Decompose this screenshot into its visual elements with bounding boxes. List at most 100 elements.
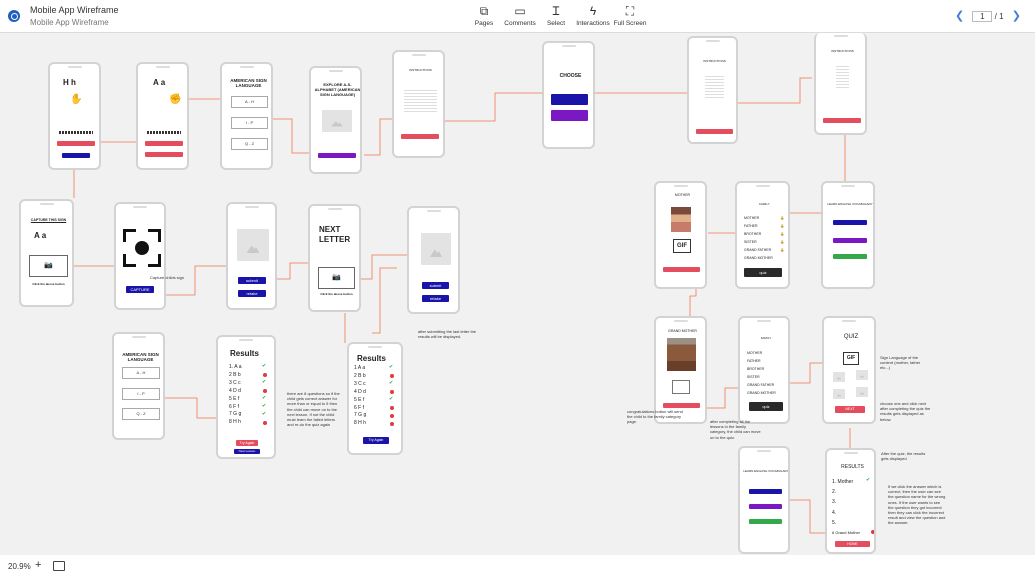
- next-page-icon[interactable]: ❯: [1011, 10, 1021, 22]
- family-item[interactable]: GRAND FATHER: [747, 383, 775, 387]
- fit-screen-icon[interactable]: [53, 561, 65, 571]
- screen-next-letter[interactable]: NEXT LETTER 📷 Click the above button: [308, 204, 361, 312]
- next-button[interactable]: [663, 267, 700, 272]
- screen-h-letter[interactable]: H h ✋: [48, 62, 101, 170]
- screen-learn-vocab-1[interactable]: LEARN ENGLISH VOCABULARY: [821, 181, 875, 289]
- page-pager: ❮ 1 / 1 ❯: [949, 9, 1027, 22]
- screen-capture[interactable]: CAPTURE: [114, 202, 166, 310]
- screen-learn-vocab-2[interactable]: LEARN ENGLISH VOCABULARY: [738, 446, 790, 554]
- gif-box: GIF: [843, 352, 859, 365]
- screen-instructions-2[interactable]: INSTRUCTIONS: [687, 36, 738, 144]
- screen-results-3[interactable]: RESULTS 1. Mother 2. 3. 4. 5. 6 Grand Mo…: [825, 448, 876, 554]
- answer-image[interactable]: [833, 389, 845, 399]
- explore-button[interactable]: [318, 153, 356, 158]
- family-item[interactable]: MOTHER: [747, 351, 763, 355]
- back-button[interactable]: [145, 152, 183, 157]
- zoom-in-icon[interactable]: +: [35, 559, 42, 571]
- congratulations-button[interactable]: [663, 403, 700, 408]
- family-item[interactable]: GRAND MOTHER: [744, 256, 773, 260]
- app-logo-icon[interactable]: [8, 10, 20, 22]
- next-button[interactable]: [145, 141, 183, 146]
- home-button[interactable]: HOME: [835, 541, 870, 547]
- wireframe-canvas[interactable]: H h ✋ A a ✊ AMERICAN SIGN LANGUAGE A - H…: [0, 33, 1035, 555]
- result-row[interactable]: 5.: [832, 519, 837, 526]
- screen-results-2[interactable]: Results 1 A a 2 B b 3 C c 4 D d 5 E f 6 …: [347, 342, 403, 455]
- option-q-z[interactable]: Q - Z: [231, 138, 268, 150]
- screen-instructions-1[interactable]: INSTRUCTIONS: [392, 50, 445, 158]
- result-row[interactable]: 1. Mother: [832, 479, 854, 485]
- family-item[interactable]: MOTHER: [744, 216, 760, 220]
- quiz-button[interactable]: quiz: [749, 402, 783, 411]
- results-list: 1 A a 2 B b 3 C c 4 D d 5 E f 6 F f 7 G …: [354, 365, 366, 428]
- zoom-level[interactable]: 20.9%: [8, 562, 31, 571]
- category-button[interactable]: [833, 238, 867, 243]
- family-item[interactable]: SISTER: [747, 375, 760, 379]
- family-category-button[interactable]: [833, 220, 867, 225]
- family-item[interactable]: GRAND MOTHER: [747, 391, 776, 395]
- retake-button[interactable]: retake: [422, 295, 449, 302]
- screen-capture-letter[interactable]: CAPTURE THIS SIGN A a 📷 Click the above …: [19, 199, 74, 307]
- screen-a-letter[interactable]: A a ✊: [136, 62, 189, 170]
- answer-image[interactable]: [856, 370, 868, 380]
- try-again-button[interactable]: Try Again: [363, 437, 389, 444]
- category-button[interactable]: [749, 519, 782, 524]
- submit-button[interactable]: submit: [238, 277, 266, 284]
- interactions-button[interactable]: ϟ Interactions: [570, 4, 616, 27]
- submit-button[interactable]: submit: [422, 282, 449, 289]
- next-lesson-button[interactable]: Next Lesson: [234, 449, 260, 454]
- result-row[interactable]: 6 Grand Mother: [832, 530, 861, 536]
- retake-button[interactable]: retake: [238, 290, 266, 297]
- family-item[interactable]: BROTHER: [747, 367, 765, 371]
- result-row[interactable]: 4.: [832, 509, 837, 516]
- next-button[interactable]: [57, 141, 95, 146]
- screen-instructions-3[interactable]: INSTRUCTIONS: [814, 33, 867, 135]
- screen-asl-menu[interactable]: AMERICAN SIGN LANGUAGE A - H I - P Q - Z: [220, 62, 273, 170]
- start-button[interactable]: [401, 134, 439, 139]
- capture-button[interactable]: CAPTURE: [126, 286, 154, 293]
- category-button[interactable]: [749, 489, 782, 494]
- family-item[interactable]: GRAND FATHER: [744, 248, 772, 252]
- select-button[interactable]: Ɪ Select: [533, 4, 579, 27]
- family-item[interactable]: SISTER: [744, 240, 757, 244]
- answer-image[interactable]: [833, 372, 845, 382]
- start-button[interactable]: [823, 118, 861, 123]
- quiz-next-button[interactable]: NEXT: [835, 406, 865, 413]
- quiz-button[interactable]: quiz: [744, 268, 782, 277]
- screen-results-1[interactable]: Results 1. A a 2 B b 3 C c 4 D d 5 E f 6…: [216, 335, 276, 459]
- screen-family-1[interactable]: FAMILY MOTHER FATHER BROTHER SISTER GRAN…: [735, 181, 790, 289]
- category-button[interactable]: [749, 504, 782, 509]
- option-a-h[interactable]: A - H: [122, 367, 160, 379]
- screen-asl-menu-2[interactable]: AMERICAN SIGN LANGUAGE A - H I - P Q - Z: [112, 332, 165, 440]
- camera-button[interactable]: 📷: [318, 267, 355, 289]
- pages-button[interactable]: ⧉ Pages: [461, 4, 507, 27]
- option-a-h[interactable]: A - H: [231, 96, 268, 108]
- answer-image[interactable]: [856, 387, 868, 397]
- screen-mother[interactable]: MOTHER GIF: [654, 181, 707, 289]
- option-i-p[interactable]: I - P: [231, 117, 268, 129]
- option-q-z[interactable]: Q - Z: [122, 408, 160, 420]
- screen-submit-2[interactable]: submit retake: [407, 206, 460, 314]
- asl-category-button[interactable]: [551, 94, 588, 105]
- family-item[interactable]: BROTHER: [744, 232, 762, 236]
- try-again-button[interactable]: Try Again: [236, 440, 258, 446]
- screen-family-2[interactable]: FAMILY MOTHER FATHER BROTHER SISTER GRAN…: [738, 316, 790, 424]
- family-item[interactable]: FATHER: [744, 224, 758, 228]
- screen-submit-1[interactable]: submit retake: [226, 202, 277, 310]
- option-i-p[interactable]: I - P: [122, 388, 160, 400]
- camera-button[interactable]: 📷: [29, 255, 68, 277]
- comments-button[interactable]: ▭ Comments: [497, 4, 543, 27]
- result-row[interactable]: 2.: [832, 489, 837, 496]
- prev-page-icon[interactable]: ❮: [954, 10, 965, 22]
- screen-choose[interactable]: CHOOSE: [542, 41, 595, 149]
- page-number-input[interactable]: 1: [972, 11, 993, 22]
- family-item[interactable]: FATHER: [747, 359, 761, 363]
- category-button[interactable]: [833, 254, 867, 259]
- screen-grand-mother[interactable]: GRAND MOTHER: [654, 316, 707, 424]
- back-button[interactable]: [62, 153, 90, 158]
- english-category-button[interactable]: [551, 110, 588, 121]
- start-button[interactable]: [696, 129, 733, 134]
- screen-explore[interactable]: EXPLORE A-S-ALPHABET (AMERICAN SIGN LANG…: [309, 66, 362, 174]
- fullscreen-button[interactable]: ⛶ Full Screen: [607, 4, 653, 27]
- result-row[interactable]: 3.: [832, 499, 837, 506]
- screen-quiz[interactable]: QUIZ GIF NEXT: [822, 316, 876, 424]
